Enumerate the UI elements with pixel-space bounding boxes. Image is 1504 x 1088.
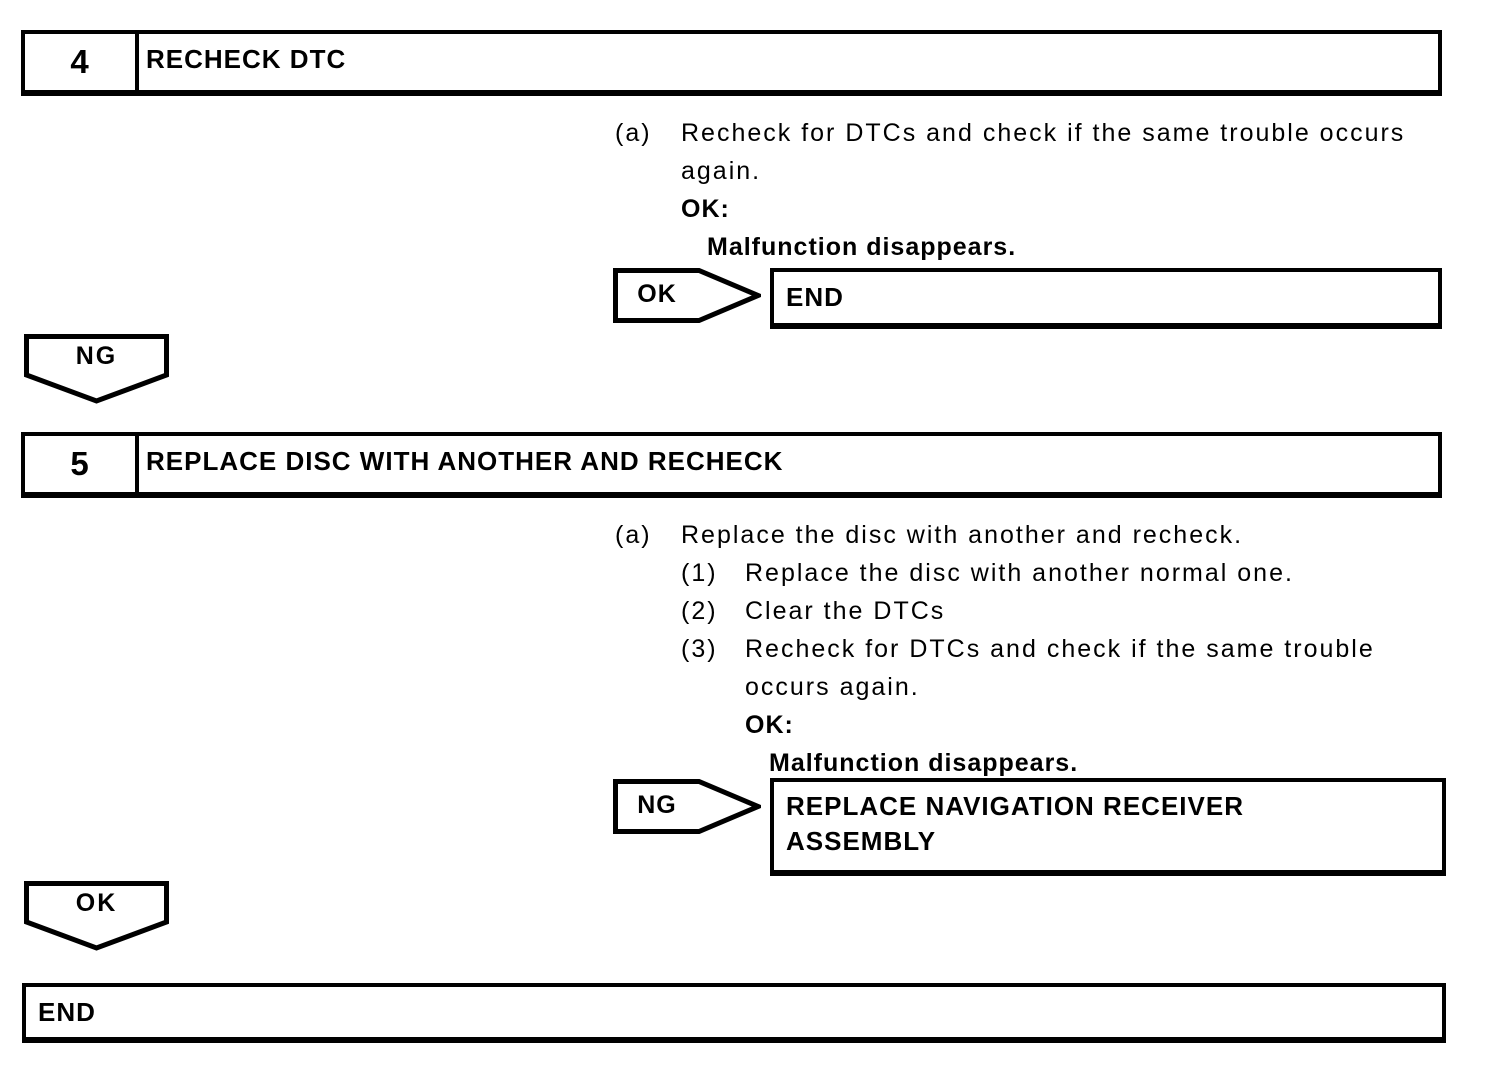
ok-down-arrow-icon [24,881,169,951]
step-4-substep-a: (a) Recheck for DTCs and check if the sa… [615,114,1405,190]
step-5-instructions: (a) Replace the disc with another and re… [615,516,1375,782]
ok-connector-label: OK [75,889,118,917]
step-5-ng-branch: NG [613,779,761,834]
step-4-condition-label: OK: [681,195,730,223]
step-4-title: RECHECK DTC [146,44,347,74]
final-end-box: END [22,983,1446,1043]
item-marker: (3) [681,635,718,663]
list-item: (3) Recheck for DTCs and check if the sa… [681,630,1375,706]
ng-down-arrow-icon [24,334,169,404]
step-4-instructions: (a) Recheck for DTCs and check if the sa… [615,114,1405,266]
step-5-header: 5 REPLACE DISC WITH ANOTHER AND RECHECK [21,432,1442,498]
ng-branch-label: NG [637,791,677,819]
step-5-replace-receiver-box: REPLACE NAVIGATION RECEIVER ASSEMBLY [770,778,1446,876]
item-text: Clear the DTCs [745,597,946,625]
step-5-title: REPLACE DISC WITH ANOTHER AND RECHECK [146,446,784,476]
step-4-end-box: END [770,268,1442,329]
substep-text: Replace the disc with another and rechec… [681,521,1244,549]
item-marker: (1) [681,559,718,587]
step-5-condition-value: Malfunction disappears. [769,749,1079,777]
step-4-number: 4 [25,34,139,90]
item-marker: (2) [681,597,718,625]
list-item: (2) Clear the DTCs [681,592,1375,630]
list-item: (1) Replace the disc with another normal… [681,554,1375,592]
step-4-ok-branch: OK [613,268,761,323]
ok-branch-arrow-icon [613,268,761,323]
ng-branch-arrow-icon [613,779,761,834]
item-text: Replace the disc with another normal one… [745,559,1294,587]
step-4-ng-connector: NG [24,334,169,404]
step-5-numbered-list: (1) Replace the disc with another normal… [681,554,1375,706]
substep-marker: (a) [615,119,652,147]
ng-connector-label: NG [75,342,118,370]
step-4-condition-value: Malfunction disappears. [707,233,1017,261]
substep-marker: (a) [615,521,652,549]
substep-text: Recheck for DTCs and check if the same t… [681,119,1406,185]
step-5-number: 5 [25,436,139,492]
ok-branch-label: OK [637,280,677,308]
step-5-ok-connector: OK [24,881,169,951]
step-5-condition-label: OK: [745,711,794,739]
step-5-substep-a: (a) Replace the disc with another and re… [615,516,1375,554]
item-text: Recheck for DTCs and check if the same t… [745,635,1375,701]
step-4-header: 4 RECHECK DTC [21,30,1442,96]
